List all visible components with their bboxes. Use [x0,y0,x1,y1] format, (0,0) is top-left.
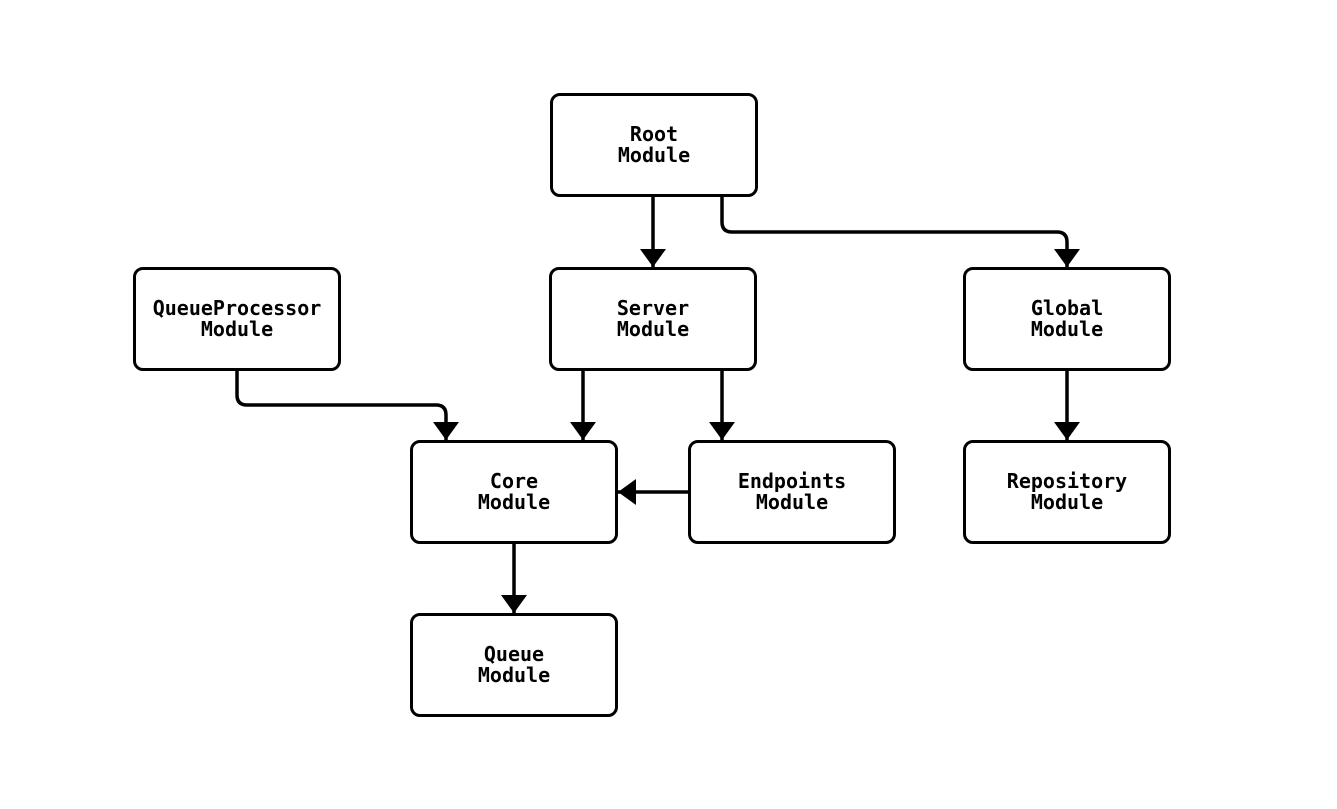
node-root-module: Root Module [550,93,758,197]
node-label-line1: Root [629,122,679,146]
node-label-line2: Module [477,663,551,687]
node-label-line1: QueueProcessor [152,296,322,320]
node-queueprocessor-module: QueueProcessor Module [133,267,341,371]
node-queue-module: Queue Module [410,613,618,717]
node-label-line2: Module [1030,490,1104,514]
node-core-module: Core Module [410,440,618,544]
node-server-module: Server Module [549,267,757,371]
node-label-line1: Endpoints [737,469,847,493]
edge-queueprocessor-to-core [235,371,459,440]
node-global-module: Global Module [963,267,1171,371]
edge-root-to-global [720,197,1080,267]
node-label-line2: Module [1030,317,1104,341]
node-label-line1: Global [1030,296,1104,320]
node-label-line1: Queue [483,642,545,666]
node-label-line2: Module [617,143,691,167]
node-repository-module: Repository Module [963,440,1171,544]
node-label-line2: Module [200,317,274,341]
node-label-line1: Core [489,469,539,493]
node-label-line2: Module [477,490,551,514]
node-label-line2: Module [755,490,829,514]
node-label-line1: Server [616,296,690,320]
node-label-line1: Repository [1006,469,1128,493]
node-label-line2: Module [616,317,690,341]
node-endpoints-module: Endpoints Module [688,440,896,544]
